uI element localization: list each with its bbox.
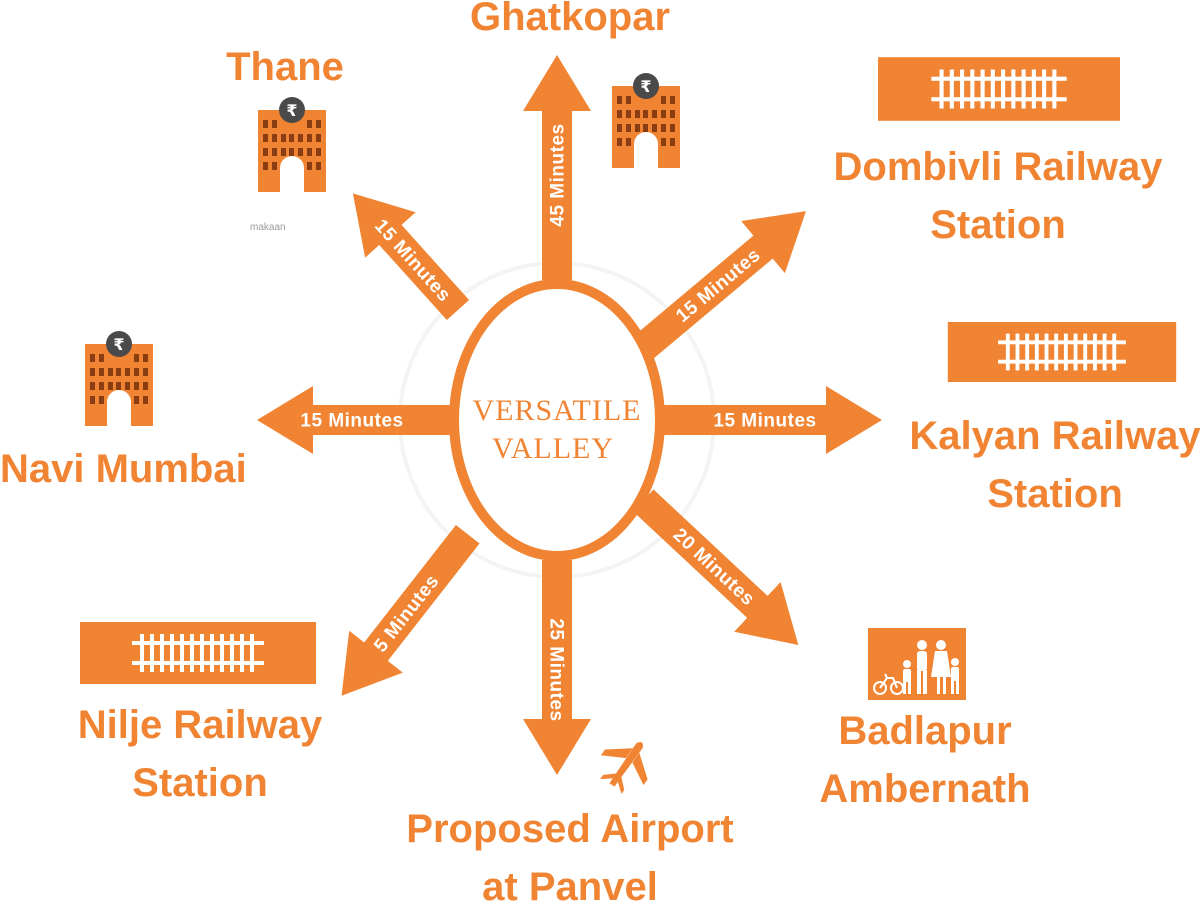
travel-time-label: 15 Minutes [370,216,455,307]
destination-nilje: Nilje Railway Station [77,703,323,805]
destination-kalyan: Kalyan Railway Station [909,414,1200,516]
center-ellipse [449,279,665,561]
railway-track-icon [80,622,316,684]
arrow-shape [633,489,799,646]
family-icon [868,628,966,700]
arrow-shape [257,386,457,454]
project-name-line1: VERSATILE [473,394,642,427]
route-arrow: 15 Minutes [352,193,470,321]
route-arrow: 20 Minutes [633,489,799,646]
travel-time-label: 20 Minutes [669,524,759,610]
route-arrow: 5 Minutes [341,525,480,696]
arrow-shape [627,211,806,364]
destination-dombivli: Dombivli Railway Station [833,145,1163,247]
travel-time-label: 15 Minutes [672,245,765,327]
travel-time-label: 5 Minutes [370,571,443,657]
arrow-shape [657,386,882,454]
railway-track-icon [878,57,1120,121]
destination-airport: Proposed Airport at Panvel [406,807,734,909]
bank-building-icon [612,73,680,168]
airplane-icon [600,741,648,795]
arrow-shape [523,55,591,280]
travel-time-label: 15 Minutes [713,411,816,432]
route-arrow: 15 Minutes [657,386,882,454]
project-name-line2: VALLEY [492,432,614,465]
travel-time-label: 15 Minutes [300,411,403,432]
arrow-shape [352,193,470,321]
destination-navi-mumbai: Navi Mumbai [0,447,247,491]
bank-building-icon [85,331,153,426]
route-arrow: 25 Minutes [523,560,591,775]
bank-building-icon [258,97,326,192]
watermark-text: makaan [250,222,286,233]
arrow-shape [341,525,480,696]
destination-ghatkopar: Ghatkopar [470,0,671,39]
route-arrow: 15 Minutes [257,386,457,454]
arrow-shape [523,560,591,775]
route-arrow: 45 Minutes [523,55,591,280]
railway-track-icon [947,322,1177,382]
destination-badlapur: Badlapur Ambernath [819,709,1031,811]
destination-thane: Thane [226,45,344,89]
travel-time-label: 25 Minutes [546,618,567,721]
travel-time-label: 45 Minutes [548,123,569,226]
